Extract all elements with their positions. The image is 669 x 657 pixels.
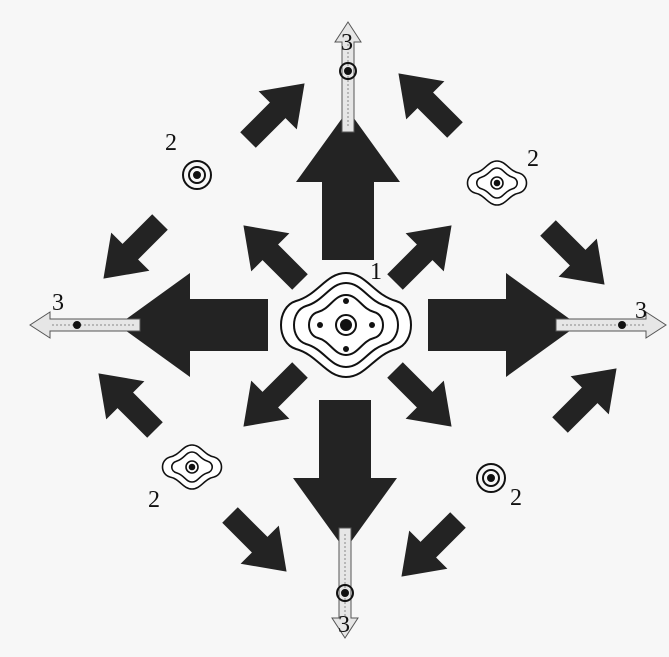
arrow-center-upper-left xyxy=(224,206,319,301)
concentric-circles-icon-upper-left xyxy=(183,161,211,189)
arrow-center-upper-right xyxy=(376,206,471,301)
label-top: 3 xyxy=(341,30,353,56)
label-lower-left: 2 xyxy=(148,487,160,513)
label-upper-right: 2 xyxy=(527,146,539,172)
arrow-center-lower-left xyxy=(224,351,319,446)
label-bottom: 3 xyxy=(338,612,350,638)
arrow-outer-5 xyxy=(79,354,174,449)
arrow-center-lower-right xyxy=(376,351,471,446)
label-right: 3 xyxy=(635,298,647,324)
big-arrow-left xyxy=(30,273,268,377)
large-flower-contour-icon xyxy=(281,273,411,377)
arrow-outer-4 xyxy=(529,209,624,304)
concentric-circles-icon-lower-right xyxy=(477,464,505,492)
label-upper-left: 2 xyxy=(165,130,177,156)
big-arrow-bottom xyxy=(293,400,397,638)
arrow-outer-2 xyxy=(379,54,474,149)
big-arrow-top xyxy=(296,22,400,260)
arrow-outer-7 xyxy=(211,496,306,591)
arrow-outer-8 xyxy=(382,501,477,596)
arrow-outer-1 xyxy=(229,64,324,159)
big-arrow-right xyxy=(428,273,666,377)
flower-contour-icon-lower-left xyxy=(163,445,222,489)
flower-contour-icon-upper-right xyxy=(468,161,527,205)
dot-icon-left xyxy=(73,321,81,329)
label-left: 3 xyxy=(52,290,64,316)
label-center: 1 xyxy=(370,259,382,285)
arrow-outer-3 xyxy=(84,203,179,298)
label-lower-right: 2 xyxy=(510,485,522,511)
arrow-outer-6 xyxy=(541,349,636,444)
dot-icon-right xyxy=(618,321,626,329)
